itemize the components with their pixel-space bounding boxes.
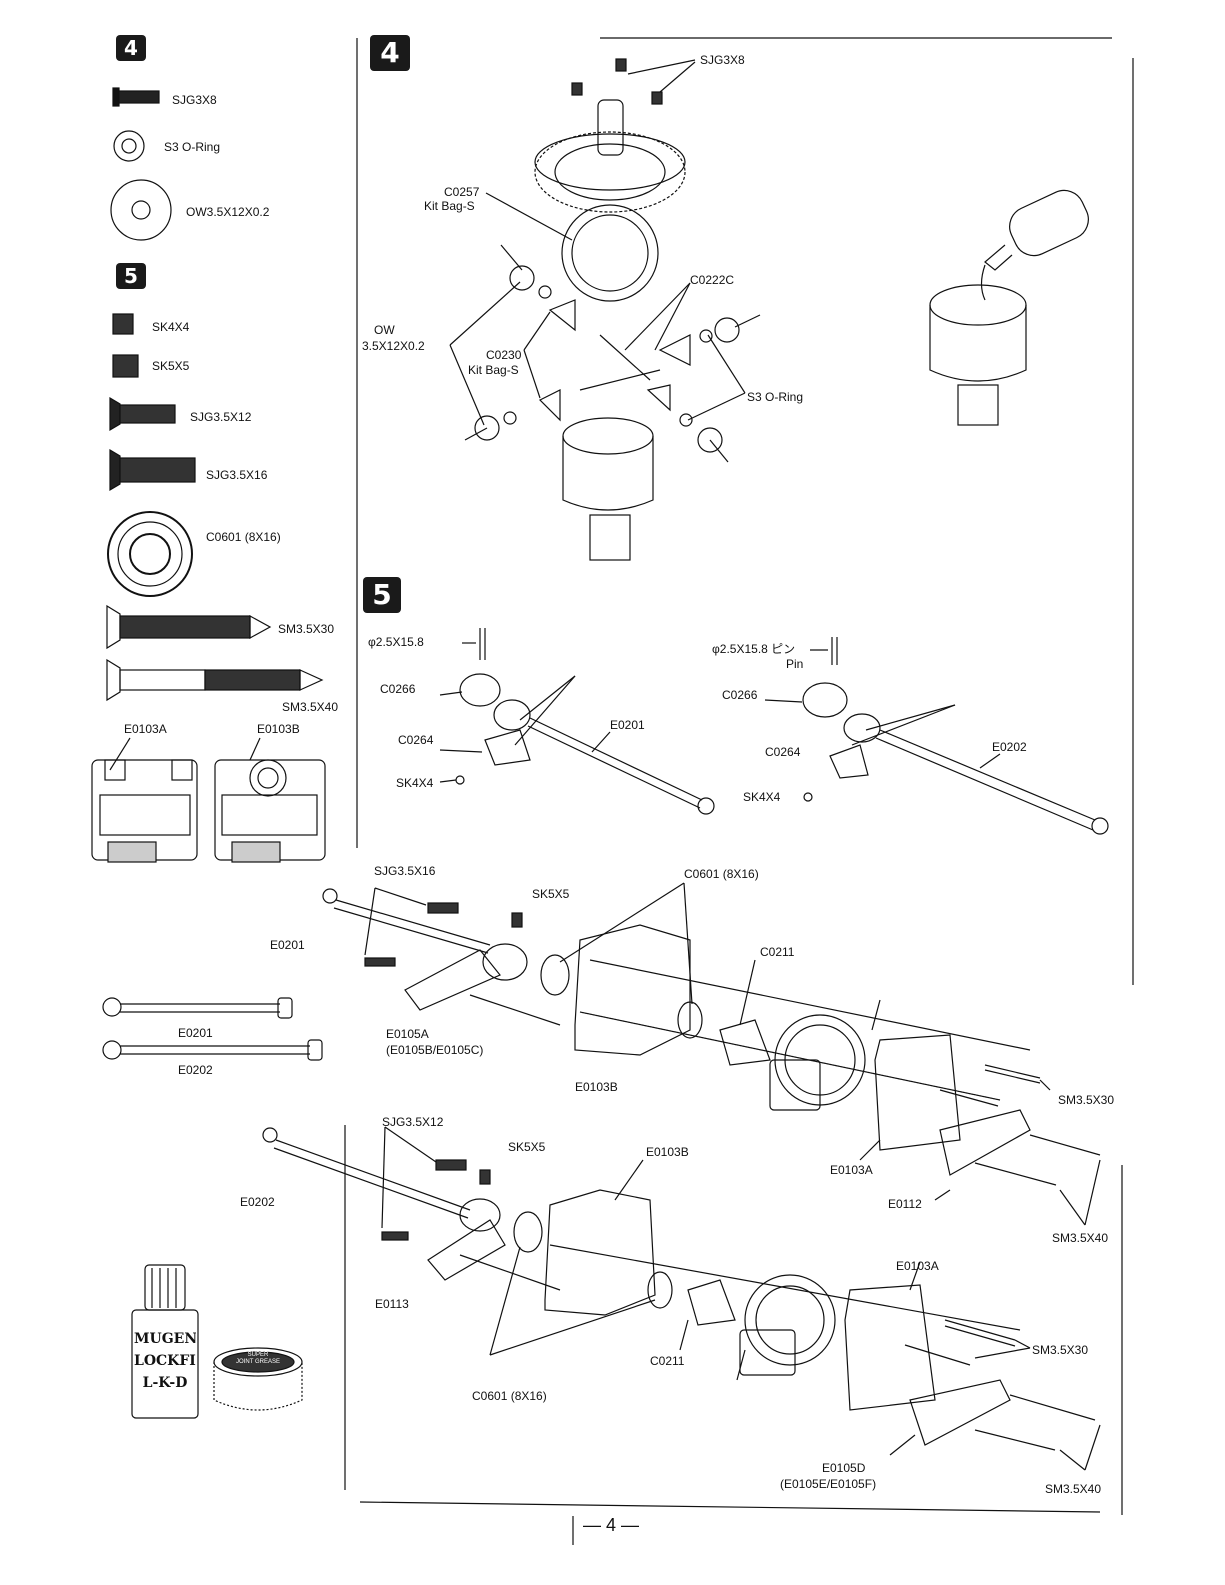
label-sk5x5-lower: SK5X5: [508, 1140, 546, 1154]
label-ow-size: 3.5X12X0.2: [362, 339, 425, 353]
label-sjg3-5x16: SJG3.5X16: [374, 864, 436, 878]
label-sm3-5x30-upper: SM3.5X30: [1058, 1093, 1115, 1107]
label-kitbag-s-1: Kit Bag-S: [424, 199, 475, 213]
label-e0103b-lower: E0103B: [646, 1145, 689, 1159]
label-e0105d: E0105D: [822, 1461, 866, 1475]
part-label-sk4x4: SK4X4: [152, 320, 190, 334]
label-pin-left: φ2.5X15.8: [368, 635, 424, 649]
label-kitbag-s-2: Kit Bag-S: [468, 363, 519, 377]
label-sk4x4-left: SK4X4: [396, 776, 434, 790]
label-e0103a-lower: E0103A: [896, 1259, 939, 1273]
part-label-sjg3-5x12: SJG3.5X12: [190, 410, 252, 424]
label-c0264-right: C0264: [765, 745, 801, 759]
label-sm3-5x40-lower: SM3.5X40: [1045, 1482, 1102, 1496]
label-c0601-upper: C0601 (8X16): [684, 867, 759, 881]
e0103a-housing-icon: [91, 759, 198, 863]
label-pin-word: Pin: [786, 657, 804, 671]
shaft-label-e0202: E0202: [178, 1063, 213, 1077]
axle-right-icon: [764, 637, 1109, 835]
label-sm3-5x30-lower: SM3.5X30: [1032, 1343, 1089, 1357]
label-e0201-upper: E0201: [270, 938, 305, 952]
label-c0211-lower: C0211: [650, 1354, 685, 1368]
part-label-sjg3-5x16: SJG3.5X16: [206, 468, 268, 482]
label-ow: OW: [374, 323, 395, 337]
sjg3x8-screw-icon: [112, 87, 160, 107]
label-c0222c: C0222C: [690, 273, 735, 287]
label-c0266-left: C0266: [380, 682, 416, 696]
part-label-sm3-5x40: SM3.5X40: [282, 700, 339, 714]
label-c0230: C0230: [486, 348, 522, 362]
label-c0266-right: C0266: [722, 688, 758, 702]
lockfix-bottle-icon: [131, 1264, 199, 1419]
part-label-s3-oring: S3 O-Ring: [164, 140, 221, 154]
label-sjg3-5x12: SJG3.5X12: [382, 1115, 444, 1129]
label-e0112: E0112: [888, 1197, 922, 1211]
label-c0264-left: C0264: [398, 733, 434, 747]
part-label-e0103b: E0103B: [257, 722, 300, 736]
label-sjg3x8: SJG3X8: [700, 53, 745, 67]
part-label-sm3-5x30: SM3.5X30: [278, 622, 335, 636]
step-4-badge-small: 4: [116, 35, 146, 61]
step-5-badge-small: 5: [116, 263, 146, 289]
label-s3-oring: S3 O-Ring: [747, 390, 804, 404]
label-e0105a: E0105A: [386, 1027, 429, 1041]
grease-tub-icon: [213, 1347, 303, 1411]
upper-gearbox-icon: [322, 882, 1101, 1226]
label-e0113: E0113: [375, 1297, 409, 1311]
oil-filled-diff-icon: [929, 189, 1089, 426]
label-pin-right: φ2.5X15.8 ピン: [712, 642, 796, 656]
page-number: — 4 —: [583, 1515, 640, 1535]
label-sk5x5-upper: SK5X5: [532, 887, 570, 901]
step-5-badge: 5: [363, 577, 401, 613]
diff-exploded-icon: [449, 58, 761, 561]
grease-tub-label: SUPER JOINT GREASE: [236, 1352, 280, 1365]
label-e0201-top: E0201: [610, 718, 645, 732]
part-label-sk5x5: SK5X5: [152, 359, 190, 373]
label-e0105ef: (E0105E/E0105F): [780, 1477, 877, 1491]
label-c0211-upper: C0211: [760, 945, 795, 959]
step-4-badge: 4: [370, 35, 410, 71]
label-e0202-top: E0202: [992, 740, 1027, 754]
label-e0105bc: (E0105B/E0105C): [386, 1043, 484, 1057]
label-c0601-lower: C0601 (8X16): [472, 1389, 547, 1403]
part-label-ow: OW3.5X12X0.2: [186, 205, 270, 219]
axle-left-icon: [439, 628, 715, 815]
shaft-label-e0201: E0201: [178, 1026, 213, 1040]
label-sk4x4-right: SK4X4: [743, 790, 781, 804]
label-e0103b-upper: E0103B: [575, 1080, 618, 1094]
part-label-e0103a: E0103A: [124, 722, 167, 736]
label-e0103a-upper: E0103A: [830, 1163, 873, 1177]
label-sm3-5x40-upper: SM3.5X40: [1052, 1231, 1109, 1245]
lockfix-bottle-label: MUGEN LOCKFIRE L-K-D: [134, 1331, 196, 1391]
label-e0202-lower: E0202: [240, 1195, 275, 1209]
label-c0257: C0257: [444, 185, 480, 199]
e0103b-housing-icon: [214, 759, 326, 863]
part-label-sjg3x8: SJG3X8: [172, 93, 217, 107]
lower-gearbox-icon: [262, 1126, 1101, 1471]
part-label-c0601: C0601 (8X16): [206, 530, 281, 544]
